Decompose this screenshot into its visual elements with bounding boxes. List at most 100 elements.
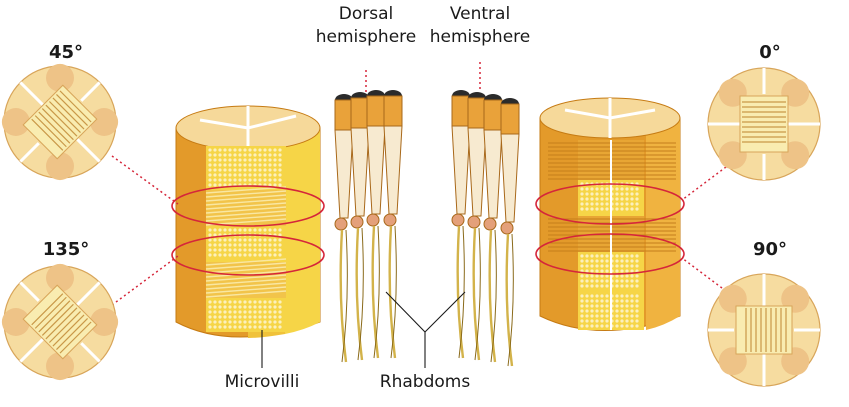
- microvillus-dot: [208, 173, 211, 176]
- microvillus-dot: [590, 197, 593, 200]
- microvillus-dot: [248, 178, 251, 181]
- microvillus-dot: [243, 248, 246, 251]
- microvillus-dot: [615, 279, 618, 282]
- microvillus-dot: [620, 269, 623, 272]
- microvillus-dot: [248, 315, 251, 318]
- microvillus-dot: [253, 238, 256, 241]
- microvillus-dot: [263, 148, 266, 151]
- microvillus-dot: [630, 319, 633, 322]
- microvillus-dot: [635, 264, 638, 267]
- microvillus-dot: [585, 259, 588, 262]
- microvillus-dot: [238, 168, 241, 171]
- microvillus-dot: [595, 314, 598, 317]
- microvillus-dot: [258, 305, 261, 308]
- microvillus-dot: [213, 243, 216, 246]
- microvillus-dot: [268, 148, 271, 151]
- microvillus-dot: [208, 148, 211, 151]
- microvillus-dot: [233, 320, 236, 323]
- microvillus-dot: [625, 304, 628, 307]
- microvillus-dot: [600, 299, 603, 302]
- microvillus-dot: [228, 228, 231, 231]
- microvillus-dot: [585, 269, 588, 272]
- microvillus-dot: [218, 153, 221, 156]
- microvillus-dot: [600, 304, 603, 307]
- ventral-photoreceptor-cells: [452, 90, 519, 366]
- microvillus-dot: [590, 187, 593, 190]
- disc-90-degree: [708, 274, 820, 386]
- microvillus-dot: [253, 153, 256, 156]
- microvillus-dot: [233, 248, 236, 251]
- microvillus-dot: [590, 254, 593, 257]
- microvillus-dot: [218, 320, 221, 323]
- microvillus-dot: [615, 324, 618, 327]
- microvillus-dot: [585, 279, 588, 282]
- microvillus-dot: [253, 325, 256, 328]
- microvillus-dot: [595, 264, 598, 267]
- microvillus-dot: [258, 228, 261, 231]
- microvillus-dot: [278, 248, 281, 251]
- microvillus-dot: [605, 319, 608, 322]
- microvillus-dot: [253, 248, 256, 251]
- microvillus-dot: [228, 310, 231, 313]
- microvillus-dot: [590, 269, 593, 272]
- microvillus-dot: [630, 192, 633, 195]
- microvillus-dot: [263, 163, 266, 166]
- microvillus-dot: [620, 254, 623, 257]
- microvillus-dot: [580, 324, 583, 327]
- microvillus-dot: [585, 192, 588, 195]
- microvillus-dot: [273, 183, 276, 186]
- microvillus-dot: [580, 284, 583, 287]
- microvillus-dot: [268, 325, 271, 328]
- microvillus-dot: [630, 187, 633, 190]
- cell-nucleus: [452, 214, 464, 226]
- cell-body: [501, 134, 519, 222]
- microvillus-dot: [238, 310, 241, 313]
- microvillus-dot: [223, 173, 226, 176]
- microvillus-dot: [213, 253, 216, 256]
- microvillus-dot: [615, 284, 618, 287]
- microvillus-dot: [248, 163, 251, 166]
- microvillus-dot: [238, 305, 241, 308]
- microvillus-dot: [233, 243, 236, 246]
- microvillus-dot: [218, 158, 221, 161]
- microvillus-dot: [208, 168, 211, 171]
- microvillus-dot: [243, 228, 246, 231]
- microvillus-dot: [208, 320, 211, 323]
- microvillus-dot: [268, 310, 271, 313]
- microvillus-dot: [273, 253, 276, 256]
- microvillus-dot: [223, 163, 226, 166]
- microvillus-dot: [595, 192, 598, 195]
- microvillus-dot: [248, 243, 251, 246]
- microvillus-dot: [233, 310, 236, 313]
- microvillus-dot: [620, 264, 623, 267]
- microvilli-label: Microvilli: [225, 372, 300, 392]
- cell-body: [351, 128, 369, 216]
- microvillus-dot: [600, 197, 603, 200]
- microvillus-dot: [223, 228, 226, 231]
- microvillus-dot: [253, 168, 256, 171]
- microvillus-dot: [268, 253, 271, 256]
- microvillus-dot: [213, 158, 216, 161]
- cell-body: [384, 126, 402, 214]
- microvillus-dot: [273, 320, 276, 323]
- microvillus-dot: [595, 304, 598, 307]
- microvillus-dot: [263, 253, 266, 256]
- microvillus-dot: [585, 314, 588, 317]
- cell-axon: [458, 226, 463, 358]
- microvillus-dot: [268, 248, 271, 251]
- microvillus-dot: [243, 300, 246, 303]
- microvillus-dot: [243, 178, 246, 181]
- microvillus-dot: [278, 253, 281, 256]
- microvillus-dot: [243, 173, 246, 176]
- microvillus-dot: [615, 259, 618, 262]
- microvillus-dot: [258, 153, 261, 156]
- microvillus-dot: [228, 163, 231, 166]
- microvillus-dot: [278, 238, 281, 241]
- cell-body: [468, 128, 486, 216]
- cell-axon: [357, 228, 362, 360]
- microvillus-dot: [248, 248, 251, 251]
- microvillus-dot: [248, 228, 251, 231]
- microvillus-dot: [615, 309, 618, 312]
- cell-axon: [474, 228, 479, 360]
- microvillus-dot: [605, 299, 608, 302]
